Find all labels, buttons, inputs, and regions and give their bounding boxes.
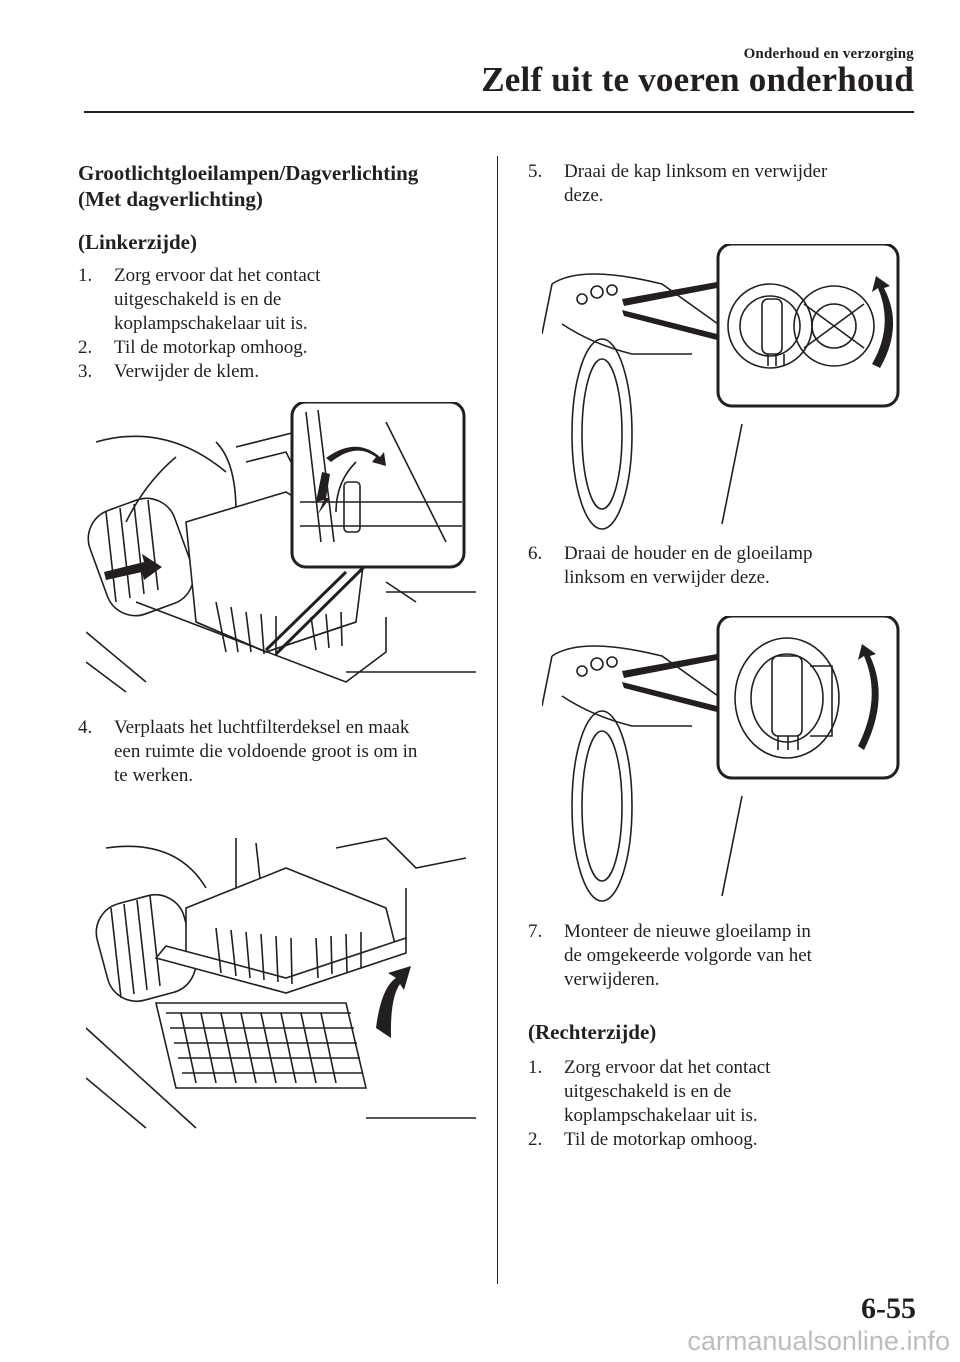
header-rule <box>84 111 914 113</box>
step-number: 7. <box>528 921 543 942</box>
step-number: 4. <box>78 717 93 738</box>
step-text: Zorg ervoor dat het contact <box>114 265 321 286</box>
right-step-1: 1. Zorg ervoor dat het contact uitgeschake… <box>528 1056 918 1128</box>
step-6: 6. Draai de houder en de gloeilamp linksom… <box>528 542 918 590</box>
step-text: Monteer de nieuwe gloeilamp in <box>564 921 811 942</box>
step-4: 4. Verplaats het luchtfilterdeksel en maa… <box>78 716 478 788</box>
step-text: Til de motorkap omhoog. <box>114 337 308 358</box>
page-number: 6-55 <box>861 1292 916 1325</box>
step-text: koplampschakelaar uit is. <box>114 313 308 334</box>
column-divider <box>497 156 498 1284</box>
step-text: de omgekeerde volgorde van het <box>564 945 812 966</box>
step-3: 3. Verwijder de klem. <box>78 360 478 384</box>
step-7: 7. Monteer de nieuwe gloeilamp in de omgek… <box>528 920 918 992</box>
step-5: 5. Draai de kap linksom en verwijder deze. <box>528 160 918 208</box>
chapter-subtitle: Onderhoud en verzorging <box>743 46 914 62</box>
step-text: koplampschakelaar uit is. <box>564 1105 758 1126</box>
section-title: Grootlichtgloeilampen/Dagverlichting (Me… <box>78 160 478 212</box>
step-text: deze. <box>564 185 604 206</box>
subsection-right-side: (Rechterzijde) <box>528 1020 657 1044</box>
section-title-line-1: Grootlichtgloeilampen/Dagverlichting <box>78 161 419 185</box>
subsection-left-side: (Linkerzijde) <box>78 230 197 254</box>
step-1: 1. Zorg ervoor dat het contact uitgeschake… <box>78 264 478 336</box>
step-text: linksom en verwijder deze. <box>564 567 770 588</box>
step-text: Verplaats het luchtfilterdeksel en maak <box>114 717 410 738</box>
footer-watermark: carmanualsonline.info <box>687 1326 950 1356</box>
step-text: Verwijder de klem. <box>114 361 260 382</box>
bulb-holder-removal-illustration <box>542 616 900 902</box>
step-number: 3. <box>78 361 93 382</box>
step-number: 6. <box>528 543 543 564</box>
step-number: 2. <box>528 1129 543 1150</box>
step-text: een ruimte die voldoende groot is om in <box>114 741 418 762</box>
cap-removal-illustration <box>542 244 900 530</box>
step-text: Draai de kap linksom en verwijder <box>564 161 828 182</box>
step-number: 2. <box>78 337 93 358</box>
step-text: Draai de houder en de gloeilamp <box>564 543 813 564</box>
step-text: te werken. <box>114 765 194 786</box>
air-filter-cover-illustration <box>86 837 476 1129</box>
step-text: uitgeschakeld is en de <box>114 289 282 310</box>
section-title-line-2: (Met dagverlichting) <box>78 187 263 211</box>
left-column: Grootlichtgloeilampen/Dagverlichting (Me… <box>78 160 478 1133</box>
step-number: 5. <box>528 161 543 182</box>
chapter-title: Zelf uit te voeren onderhoud <box>481 60 914 99</box>
right-step-2: 2. Til de motorkap omhoog. <box>528 1128 918 1152</box>
clamp-removal-illustration <box>86 402 476 693</box>
step-text: uitgeschakeld is en de <box>564 1081 732 1102</box>
step-text: Til de motorkap omhoog. <box>564 1129 758 1150</box>
step-2: 2. Til de motorkap omhoog. <box>78 336 478 360</box>
step-text: Zorg ervoor dat het contact <box>564 1057 771 1078</box>
right-column: 5. Draai de kap linksom en verwijder deze.… <box>528 160 918 1152</box>
step-number: 1. <box>78 265 93 286</box>
step-text: verwijderen. <box>564 969 660 990</box>
step-number: 1. <box>528 1057 543 1078</box>
